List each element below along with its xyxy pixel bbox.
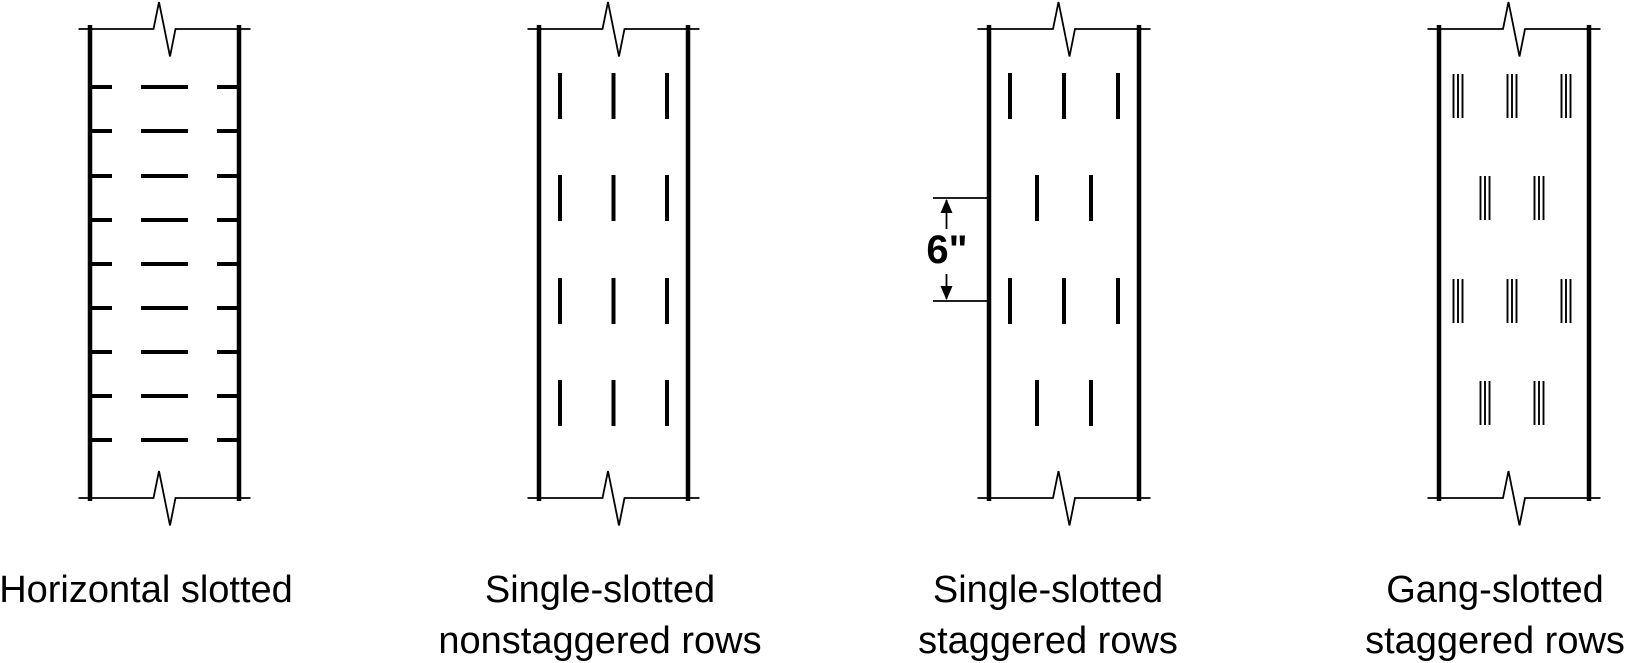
arrowhead-up <box>940 199 953 213</box>
panel-shapes <box>78 1 1601 526</box>
panel-gang-slotted-staggered <box>1427 1 1601 526</box>
break-line-bottom <box>1427 470 1601 526</box>
caption-single-nonstaggered-line1: Single-slotted <box>485 569 715 611</box>
caption-single-staggered-line1: Single-slotted <box>933 569 1163 611</box>
break-line-bottom <box>527 470 700 526</box>
panel-horizontal-slotted <box>78 1 251 526</box>
break-line-bottom <box>977 470 1151 526</box>
caption-gang-staggered-line2: staggered rows <box>1365 620 1625 662</box>
dimension-text: 6" <box>926 228 967 272</box>
caption-single-nonstaggered-line2: nonstaggered rows <box>438 620 761 662</box>
captions: Horizontal slotted Single-slotted nonsta… <box>0 569 1625 662</box>
caption-single-staggered-line2: staggered rows <box>918 620 1178 662</box>
break-line-top <box>527 1 700 57</box>
dimension-label-mask <box>925 229 970 274</box>
dimension-label: 6" <box>925 228 970 274</box>
break-line-top <box>977 1 1151 57</box>
dimension-6in <box>933 197 987 302</box>
panel-single-slotted-staggered <box>977 1 1151 526</box>
caption-horizontal-slotted: Horizontal slotted <box>0 569 293 611</box>
caption-gang-staggered-line1: Gang-slotted <box>1386 569 1604 611</box>
break-line-bottom <box>78 470 251 526</box>
break-line-top <box>1427 1 1601 57</box>
break-line-top <box>78 1 251 57</box>
arrowhead-down <box>940 286 953 300</box>
panel-single-slotted-nonstaggered <box>527 1 700 526</box>
